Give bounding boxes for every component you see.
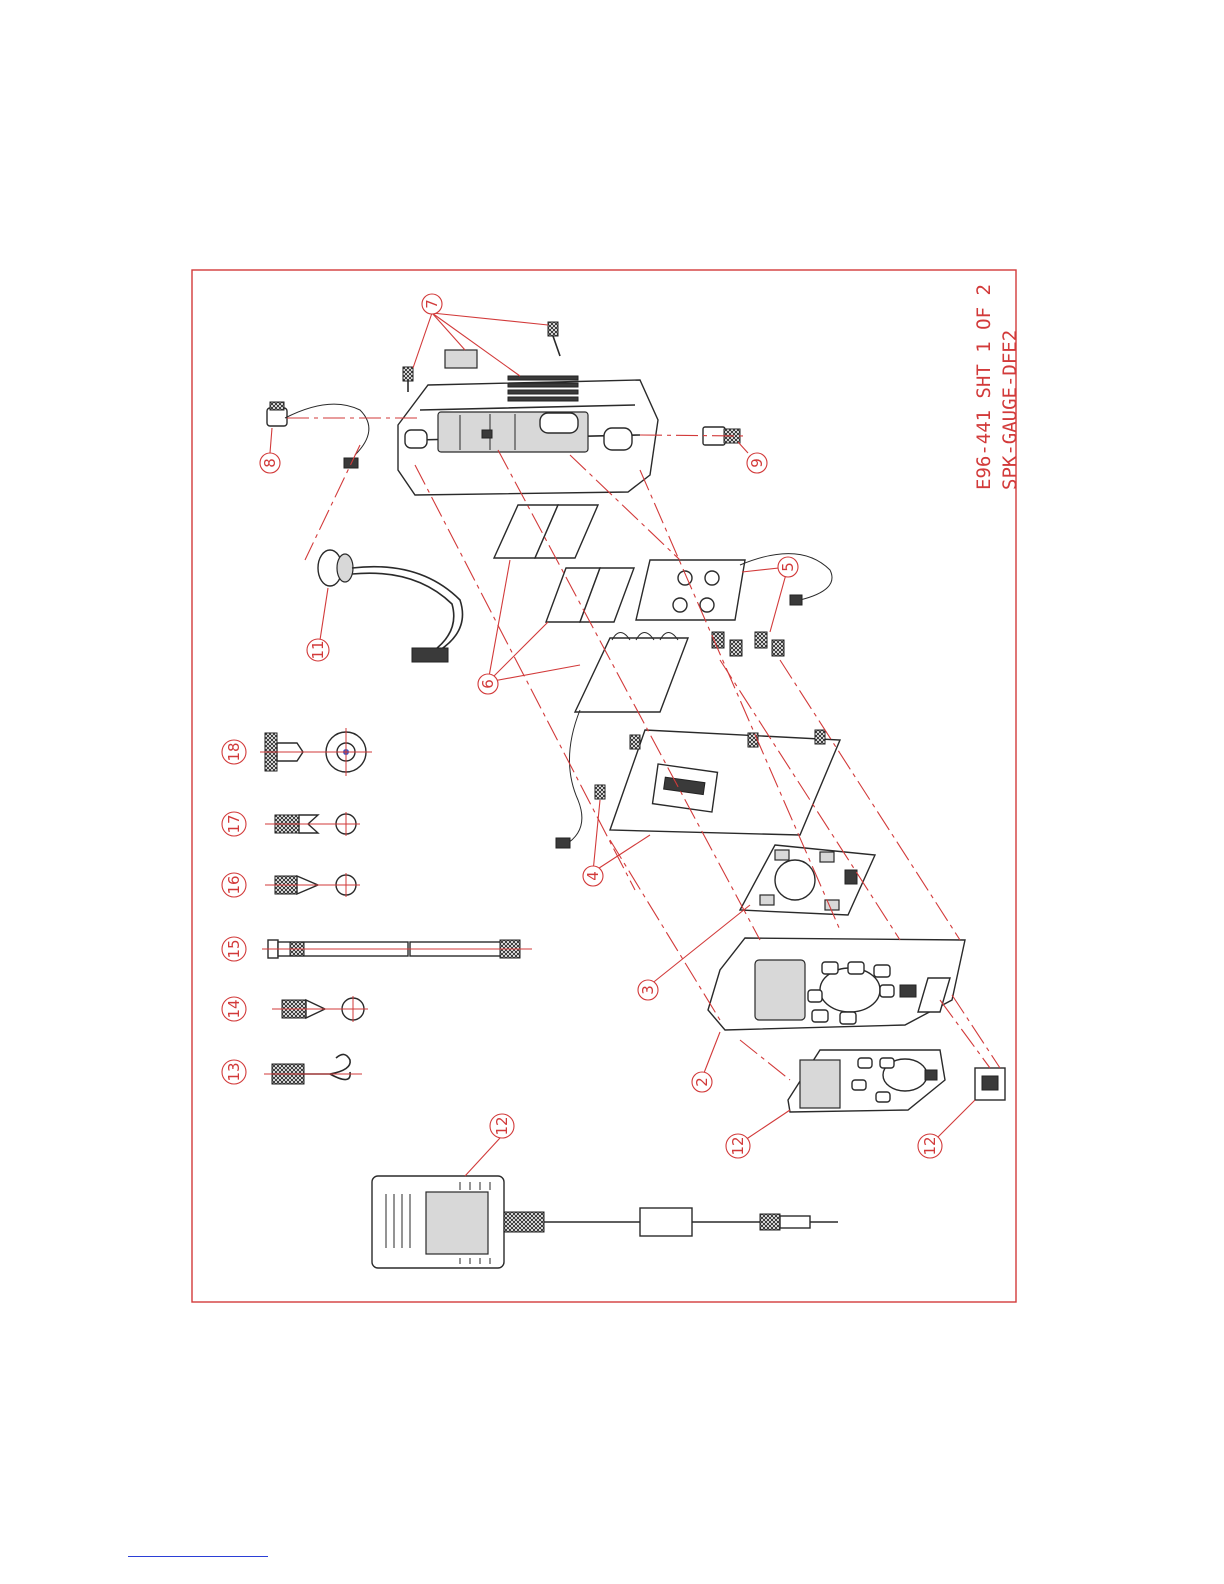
balloon-15: 15	[222, 937, 246, 961]
balloon-5: 5	[778, 557, 798, 577]
balloon-13: 13	[222, 1060, 246, 1084]
balloon-6: 6	[478, 674, 498, 694]
keypad-pcb-part-3	[740, 845, 875, 915]
balloon-4: 4	[583, 866, 603, 886]
adhesive-pads-part-6	[494, 505, 634, 622]
balloon-14: 14	[222, 997, 246, 1021]
svg-text:8: 8	[261, 458, 279, 468]
balloon-3: 3	[638, 980, 658, 1000]
svg-text:18: 18	[225, 742, 243, 761]
balloon-12-adapter: 12	[490, 1114, 514, 1138]
svg-text:7: 7	[423, 299, 441, 309]
svg-text:11: 11	[309, 640, 327, 659]
hook-tip-part-13	[272, 1054, 350, 1084]
balloon-16: 16	[222, 873, 246, 897]
screw-part-7	[403, 322, 560, 392]
svg-text:13: 13	[225, 1062, 243, 1081]
balloon-12-side-label: 12	[918, 1134, 942, 1158]
svg-text:14: 14	[225, 999, 243, 1018]
svg-text:6: 6	[479, 679, 497, 689]
balloon-12-front-overlay: 12	[726, 1134, 750, 1158]
svg-text:9: 9	[748, 458, 766, 468]
balloon-8: 8	[260, 453, 280, 473]
front-case-part-2	[708, 938, 965, 1030]
title-block: E96-441 SHT 1 OF 2 SPK-GAUGE-DFE2	[973, 284, 1021, 490]
svg-text:12: 12	[493, 1116, 511, 1135]
svg-text:16: 16	[225, 875, 243, 894]
balloon-17: 17	[222, 812, 246, 836]
svg-text:4: 4	[584, 871, 602, 881]
svg-text:12: 12	[729, 1136, 747, 1155]
svg-text:3: 3	[639, 985, 657, 995]
svg-text:2: 2	[693, 1077, 711, 1087]
cable-part-11	[318, 550, 463, 662]
svg-text:17: 17	[225, 814, 243, 833]
model-label: SPK-GAUGE-DFE2	[999, 330, 1021, 490]
balloon-18: 18	[222, 740, 246, 764]
svg-text:15: 15	[225, 939, 243, 958]
balloon-9: 9	[747, 453, 767, 473]
balloon-2: 2	[692, 1072, 712, 1092]
sheet-label: E96-441 SHT 1 OF 2	[973, 284, 995, 490]
svg-text:12: 12	[921, 1136, 939, 1155]
balloon-7: 7	[422, 294, 442, 314]
footer-hyperlink-underline[interactable]	[128, 1556, 268, 1557]
display-board-part-4	[595, 730, 840, 835]
svg-text:5: 5	[779, 562, 797, 572]
balloon-11: 11	[307, 639, 329, 661]
power-adapter	[372, 1176, 838, 1268]
